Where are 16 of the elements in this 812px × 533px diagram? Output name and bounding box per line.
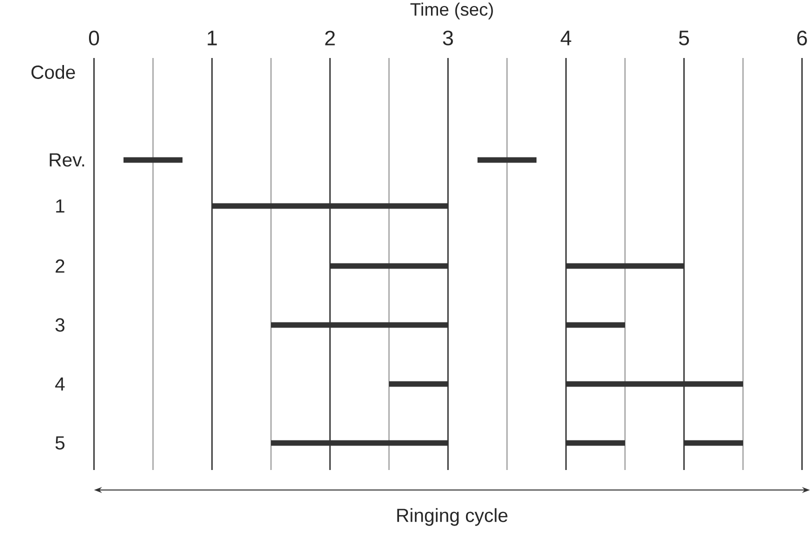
row-label: 3	[55, 318, 64, 332]
row-label: Rev.	[50, 153, 84, 167]
row-label: Code	[32, 65, 75, 79]
tick-label: 5	[679, 30, 689, 46]
tick-label: 0	[89, 30, 99, 46]
row-label: 1	[56, 200, 64, 212]
row-label: 2	[56, 259, 64, 273]
dimension-label: Ringing cycle	[397, 508, 508, 526]
tick-label: 1	[208, 30, 217, 46]
axis-title: Time (sec)	[410, 2, 493, 20]
tick-label: 4	[560, 30, 572, 46]
tick-label: 6	[797, 30, 807, 46]
tick-label: 2	[325, 30, 335, 46]
tick-label: 3	[442, 30, 453, 46]
row-label: 5	[55, 436, 64, 450]
row-label: 4	[55, 378, 65, 390]
